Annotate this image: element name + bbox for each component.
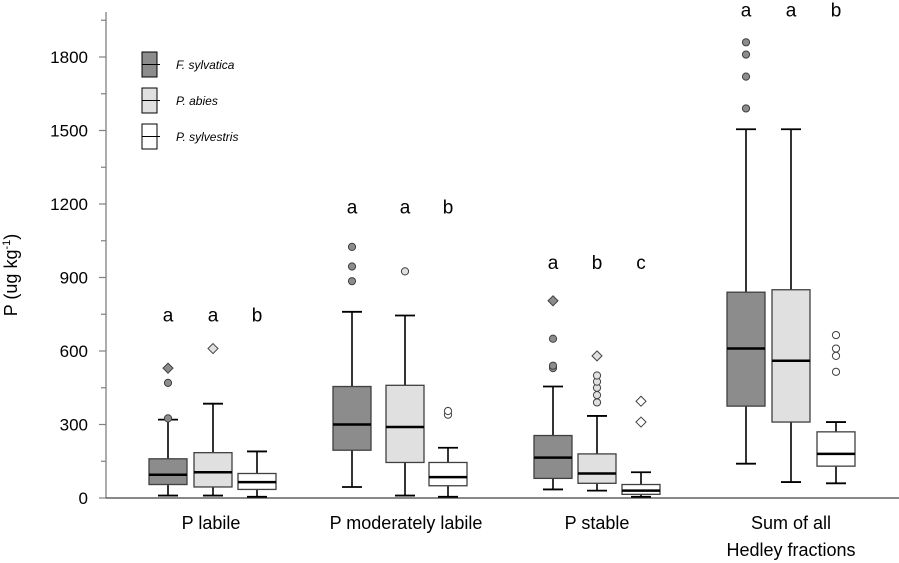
significance-letter: a [163,305,174,326]
outlier-point [592,371,602,380]
outlier-point [592,398,602,407]
legend: F. sylvatica P. abies P. sylvestris [141,51,238,150]
significance-letter: b [592,253,603,274]
iqr-box [577,453,617,484]
outlier-point [163,378,173,387]
y-tick-label: 1500 [50,122,88,141]
iqr-box [428,461,468,487]
outlier-point [347,262,357,271]
outlier-point [443,406,453,416]
x-category-label: P moderately labile [330,513,483,533]
significance-letter: b [831,0,842,21]
outlier-point [163,414,173,423]
legend-label: P. sylvestris [176,130,238,144]
y-tick-label: 1200 [50,195,88,214]
box-p-sylvestris [816,330,856,485]
box-f-sylvatica [726,38,766,465]
box-f-sylvatica [148,362,188,497]
significance-letter: a [548,253,559,274]
y-tick-label: 300 [60,416,88,435]
box-p-sylvestris [621,395,661,498]
significance-letter: c [636,253,646,274]
extreme-point [207,342,219,355]
iqr-box [771,289,811,423]
significance-letter: a [786,0,797,21]
category-group: a a b P moderately labile [330,198,483,533]
y-tick-label: 1800 [50,48,88,67]
significance-letter: a [400,198,411,219]
iqr-box [332,385,372,451]
y-axis: 0 300 600 900 1200 1500 1800 [50,12,899,508]
legend-item: P. sylvestris [141,123,238,150]
extreme-point [635,395,647,407]
outlier-point [741,38,751,47]
outlier-point [548,361,558,370]
outlier-point [831,344,841,353]
plot-area: a a b P labile a a b P moderately labile a b c P st… [148,0,856,560]
legend-label: F. sylvatica [176,58,235,72]
outlier-point [592,391,602,400]
extreme-point [635,416,647,428]
x-category-label: Sum of all [751,513,831,533]
y-tick-label: 600 [60,342,88,361]
box-p-abies [577,350,617,492]
y-tick-label: 0 [79,489,88,508]
box-p-abies [771,128,811,483]
outlier-point [741,50,751,59]
outlier-point [347,277,357,286]
y-tick-label: 900 [60,269,88,288]
outlier-point [548,334,558,343]
legend-item: F. sylvatica [141,51,235,78]
outlier-point [741,72,751,81]
outlier-point [347,242,357,251]
category-group: a a b P labile [148,305,277,533]
outlier-point [400,267,410,276]
box-p-sylvestris [237,450,277,498]
box-p-sylvestris [428,406,468,498]
y-axis-label: P (ug kg-1) [1,234,21,317]
extreme-point [162,362,174,374]
legend-item: P. abies [141,87,218,114]
x-category-label: P stable [565,513,630,533]
significance-letter: a [208,305,219,326]
significance-letter: a [741,0,752,21]
outlier-point [831,367,841,376]
legend-label: P. abies [176,94,218,108]
outlier-point [831,330,841,340]
outlier-point [741,104,751,113]
category-group: a b c P stable [533,253,661,533]
outlier-point [831,351,841,360]
extreme-point [547,295,559,307]
significance-letter: b [443,198,454,219]
iqr-box [816,431,856,467]
significance-letter: a [347,198,358,219]
box-p-abies [385,267,425,497]
significance-letter: b [252,305,263,326]
box-f-sylvatica [533,295,573,491]
box-f-sylvatica [332,242,372,488]
extreme-point [591,350,603,362]
iqr-box [385,384,425,464]
iqr-box [193,452,233,488]
x-category-label: Hedley fractions [726,540,855,560]
x-category-label: P labile [182,513,241,533]
box-p-abies [193,342,233,497]
iqr-box [148,458,188,486]
